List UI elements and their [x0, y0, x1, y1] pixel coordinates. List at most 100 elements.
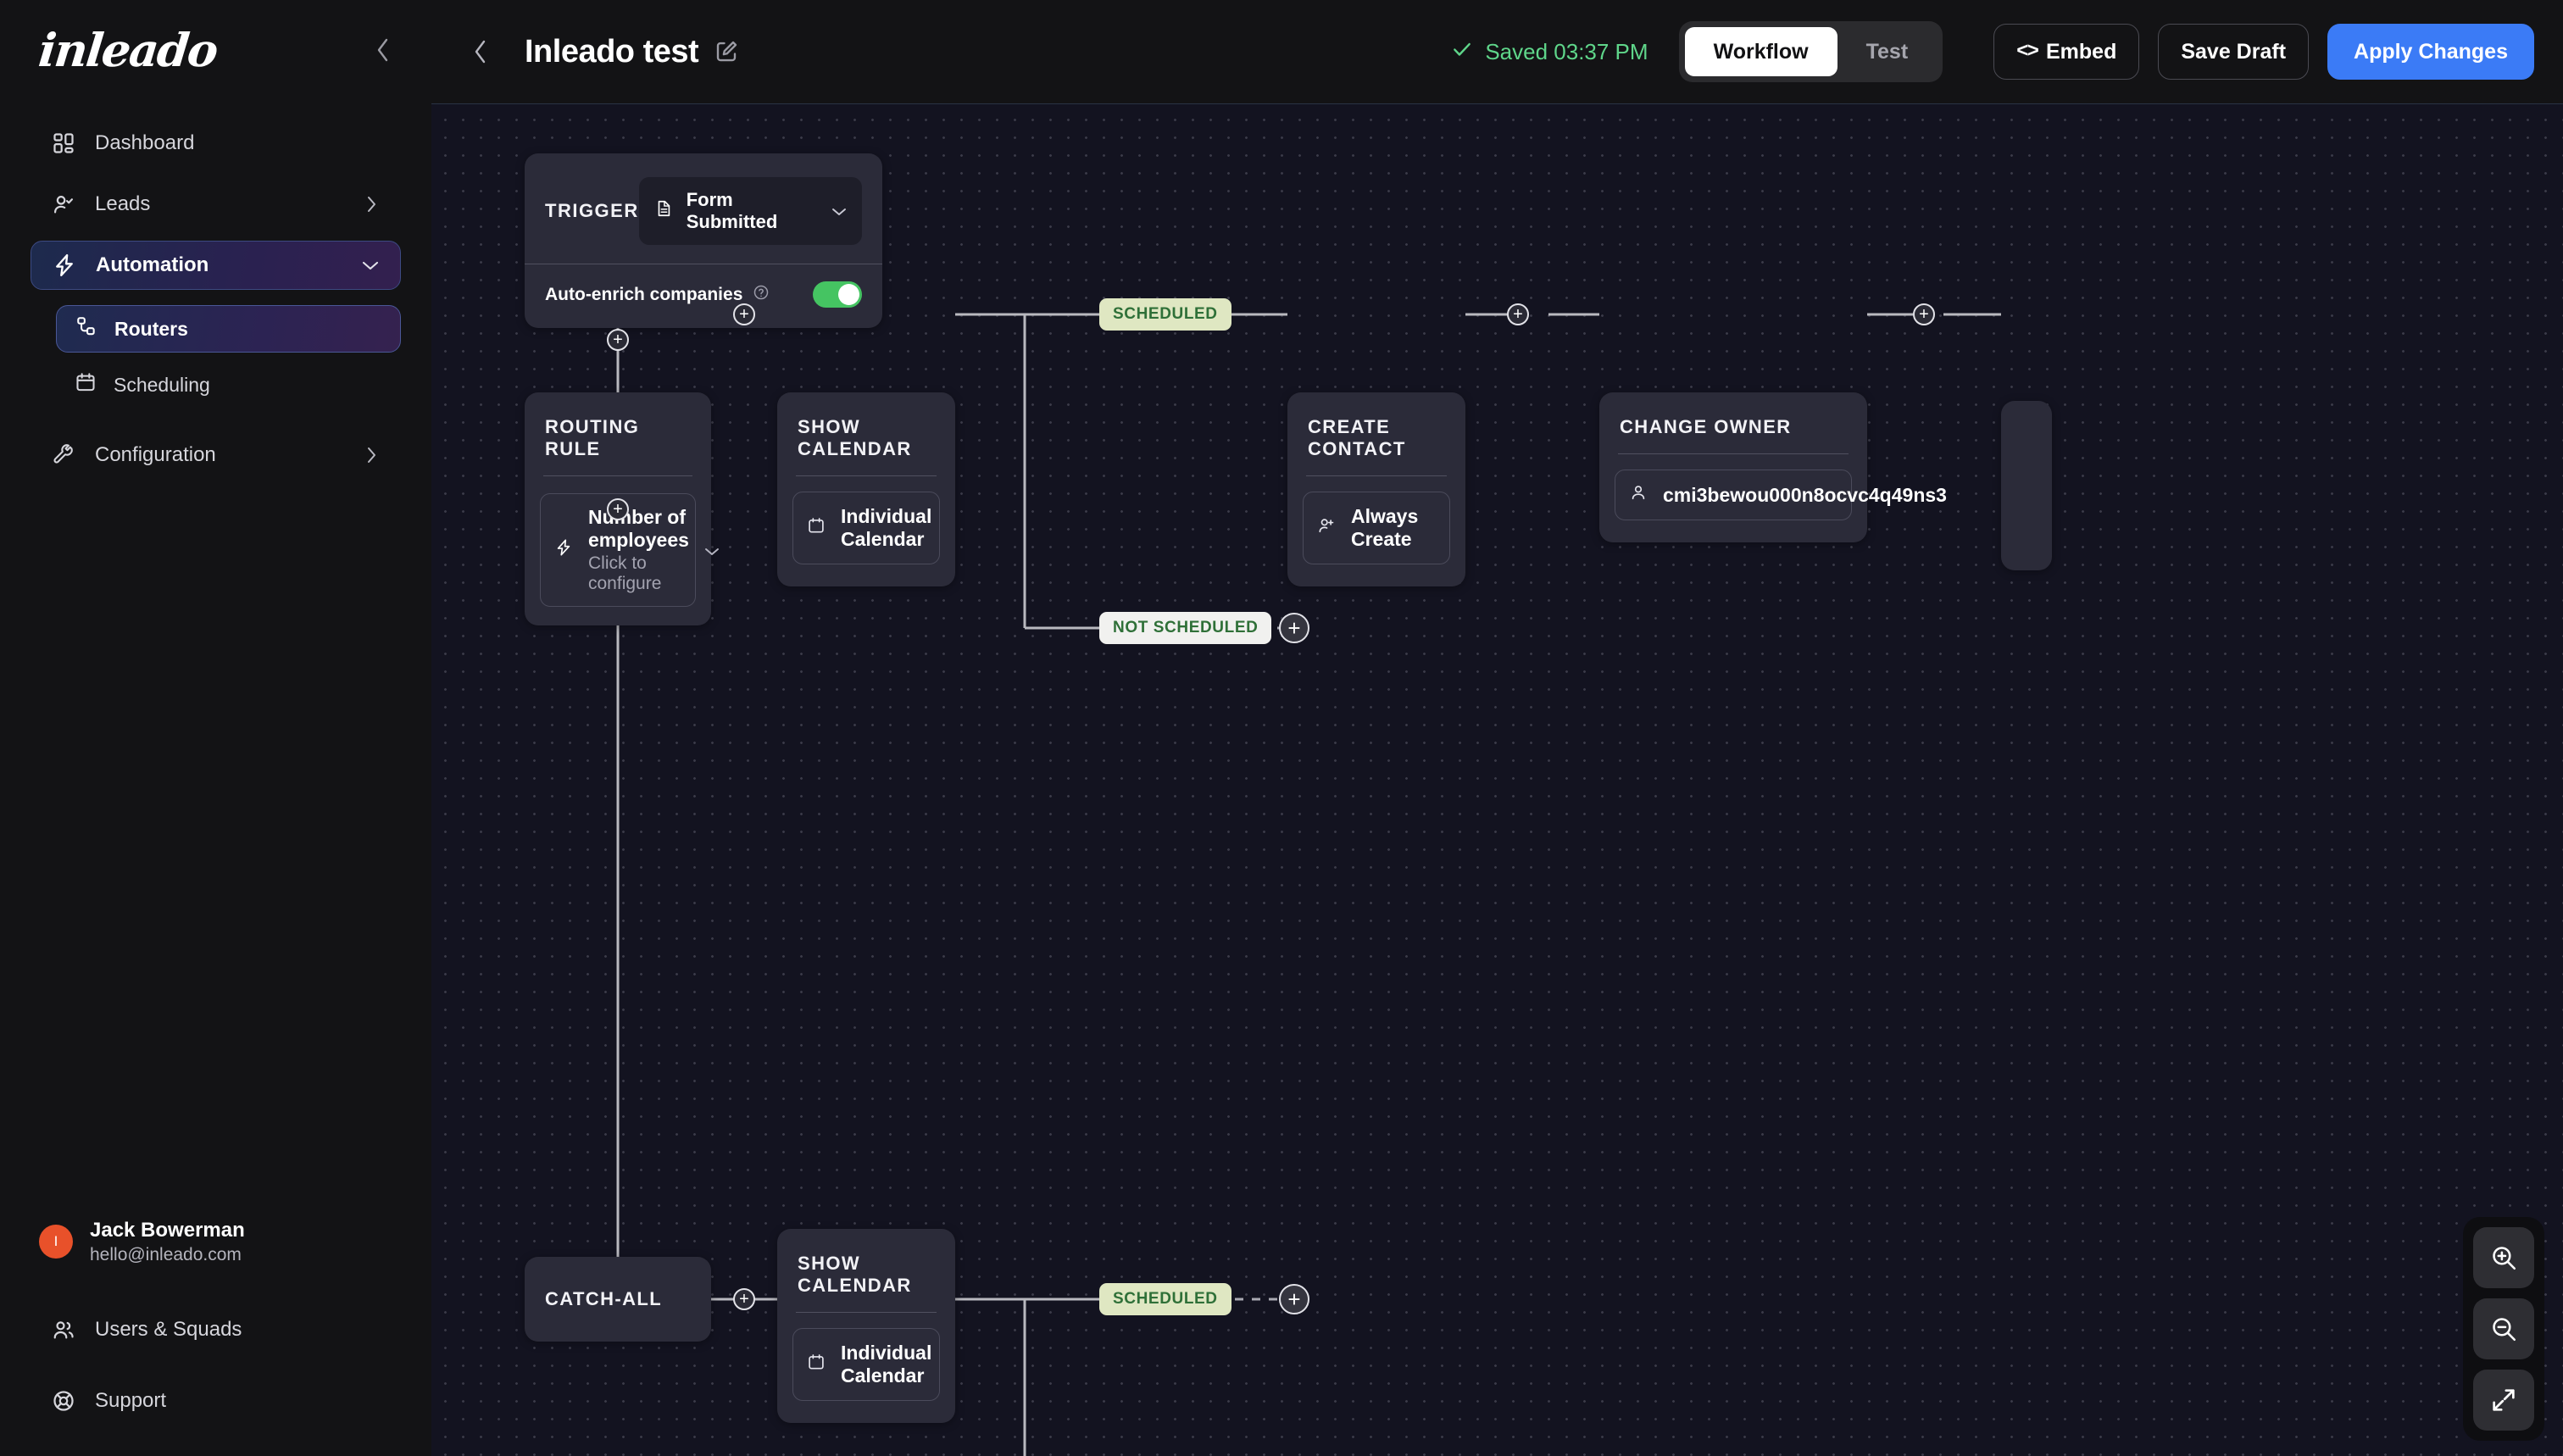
sidebar-item-label: Automation [96, 253, 209, 276]
add-step-button-trigger[interactable]: + [607, 329, 629, 351]
node-title: TRIGGER [545, 200, 639, 221]
workflow-edges [616, 289, 2001, 1456]
embed-button[interactable]: <> Embed [1993, 24, 2140, 80]
check-icon [1451, 38, 1473, 66]
chevron-right-icon [362, 446, 381, 464]
add-step-button-routing-out[interactable]: + [733, 303, 755, 325]
routing-rule-subtitle: Click to configure [588, 553, 662, 593]
calendar-icon [75, 371, 97, 398]
create-contact-field[interactable]: Always Create [1303, 492, 1450, 564]
node-title: SHOW CALENDAR [798, 1253, 912, 1296]
node-show-calendar-2[interactable]: SHOW CALENDAR Individual Calendar [777, 1229, 955, 1423]
brand-row: inleado [0, 0, 431, 100]
sidebar-item-leads[interactable]: Leads [31, 180, 401, 229]
node-trigger[interactable]: TRIGGER Form Submitted Aut [525, 153, 882, 328]
zoom-in-button[interactable] [2473, 1227, 2534, 1288]
chevron-left-icon [475, 40, 486, 64]
chevron-down-icon [704, 539, 720, 562]
fit-screen-button[interactable] [2473, 1370, 2534, 1431]
zoom-out-button[interactable] [2473, 1298, 2534, 1359]
add-step-button-catch-all[interactable]: + [733, 1288, 755, 1310]
fit-screen-icon [2493, 1389, 2515, 1411]
grid-icon [51, 131, 76, 156]
zoom-in-icon [2493, 1247, 2516, 1270]
auto-enrich-label: Auto-enrich companies [545, 284, 743, 304]
sidebar-item-label: Leads [95, 192, 151, 215]
status-badge-not-scheduled-1: NOT SCHEDULED [1099, 612, 1272, 644]
node-create-contact[interactable]: CREATE CONTACT Always Create [1287, 392, 1465, 586]
sidebar-item-label: Support [95, 1389, 167, 1412]
status-badge-scheduled-1: SCHEDULED [1099, 298, 1231, 331]
toggle-knob [838, 284, 859, 305]
tab-workflow[interactable]: Workflow [1684, 27, 1837, 76]
embed-code-icon: <> [2016, 40, 2039, 64]
node-body: Individual Calendar [777, 1313, 955, 1423]
change-owner-value: cmi3bewou000n8ocvc4q49ns3 [1663, 483, 1947, 506]
primary-nav: Dashboard Leads [0, 100, 431, 302]
change-owner-field[interactable]: cmi3bewou000n8ocvc4q49ns3 [1615, 470, 1947, 520]
auto-enrich-row: Auto-enrich companies [525, 264, 882, 328]
saved-text: Saved 03:37 PM [1485, 38, 1648, 64]
automation-subnav: Routers Scheduling [0, 302, 431, 417]
node-divider [543, 475, 692, 476]
sidebar-item-automation[interactable]: Automation [31, 241, 401, 290]
calendar-icon [807, 1353, 826, 1376]
routing-rule-text-group: Number of employees Click to configure [588, 506, 689, 594]
create-contact-value: Always Create [1351, 505, 1419, 550]
top-header: Inleado test Saved 03:37 PM Workflow Tes… [431, 0, 2563, 103]
node-divider [796, 1312, 937, 1313]
node-catch-all[interactable]: CATCH-ALL [525, 1257, 711, 1342]
sidebar-item-configuration[interactable]: Configuration [31, 431, 401, 480]
trigger-type-value: Form Submitted [686, 189, 778, 232]
node-show-calendar-1[interactable]: SHOW CALENDAR Individual Calendar [777, 392, 955, 586]
node-body: Individual Calendar [777, 476, 955, 586]
node-title: SHOW CALENDAR [798, 416, 912, 459]
add-step-button-not-scheduled-1[interactable]: + [1279, 613, 1309, 643]
calendar-field[interactable]: Individual Calendar [792, 492, 940, 564]
node-title: ROUTING RULE [545, 416, 640, 459]
save-draft-button[interactable]: Save Draft [2158, 24, 2310, 80]
sidebar-item-scheduling[interactable]: Scheduling [56, 361, 401, 408]
sidebar-item-users-squads[interactable]: Users & Squads [31, 1305, 401, 1354]
pencil-square-icon[interactable] [714, 39, 739, 64]
sidebar-user-profile[interactable]: I Jack Bowerman hello@inleado.com [0, 1218, 431, 1266]
calendar-icon [807, 516, 826, 540]
status-badge-scheduled-2: SCHEDULED [1099, 1283, 1231, 1315]
sidebar-item-routers[interactable]: Routers [56, 305, 401, 353]
sidebar-item-dashboard[interactable]: Dashboard [31, 119, 401, 168]
sidebar-item-support[interactable]: Support [31, 1376, 401, 1425]
add-step-button-create-contact[interactable]: + [1507, 303, 1529, 325]
node-change-owner[interactable]: CHANGE OWNER cmi3bewou000n8ocvc4q49ns3 [1599, 392, 1947, 542]
routing-rule-field[interactable]: Number of employees Click to configure [540, 493, 719, 607]
app-logo: inleado [36, 23, 220, 77]
question-circle-icon[interactable] [753, 284, 770, 306]
sidebar-spacer [0, 492, 431, 1218]
back-button[interactable] [462, 33, 499, 70]
user-check-icon [51, 192, 76, 217]
sidebar: inleado Dashboard [0, 0, 431, 1456]
user-email: hello@inleado.com [90, 1244, 242, 1264]
sidebar-subitem-label: Routers [114, 317, 188, 340]
trigger-type-select[interactable]: Form Submitted [638, 177, 862, 245]
user-name: Jack Bowerman [90, 1218, 245, 1242]
add-step-button-change-owner[interactable]: + [1913, 303, 1935, 325]
node-title: CREATE CONTACT [1308, 416, 1406, 459]
workflow-canvas[interactable]: TRIGGER Form Submitted Aut [431, 103, 2563, 1456]
apply-changes-button[interactable]: Apply Changes [2327, 24, 2534, 80]
calendar-field[interactable]: Individual Calendar [792, 1328, 940, 1401]
node-title: CATCH-ALL [545, 1288, 663, 1309]
trigger-header-row: TRIGGER Form Submitted [525, 153, 882, 264]
user-plus-icon [1317, 516, 1336, 540]
sidebar-collapse-button[interactable] [369, 36, 398, 64]
add-step-button-routing[interactable]: + [607, 498, 629, 520]
chevron-right-icon [362, 195, 381, 214]
embed-label: Embed [2045, 39, 2117, 64]
user-icon [1629, 483, 1648, 507]
tab-test[interactable]: Test [1865, 39, 1909, 64]
node-next-partial[interactable] [2001, 401, 2052, 570]
auto-enrich-toggle[interactable] [813, 281, 862, 308]
chevron-left-icon [377, 38, 388, 62]
sidebar-bottom-nav: Users & Squads Support [0, 1305, 431, 1456]
sidebar-item-label: Dashboard [95, 131, 195, 154]
add-step-button-scheduled-2[interactable]: + [1279, 1284, 1309, 1314]
